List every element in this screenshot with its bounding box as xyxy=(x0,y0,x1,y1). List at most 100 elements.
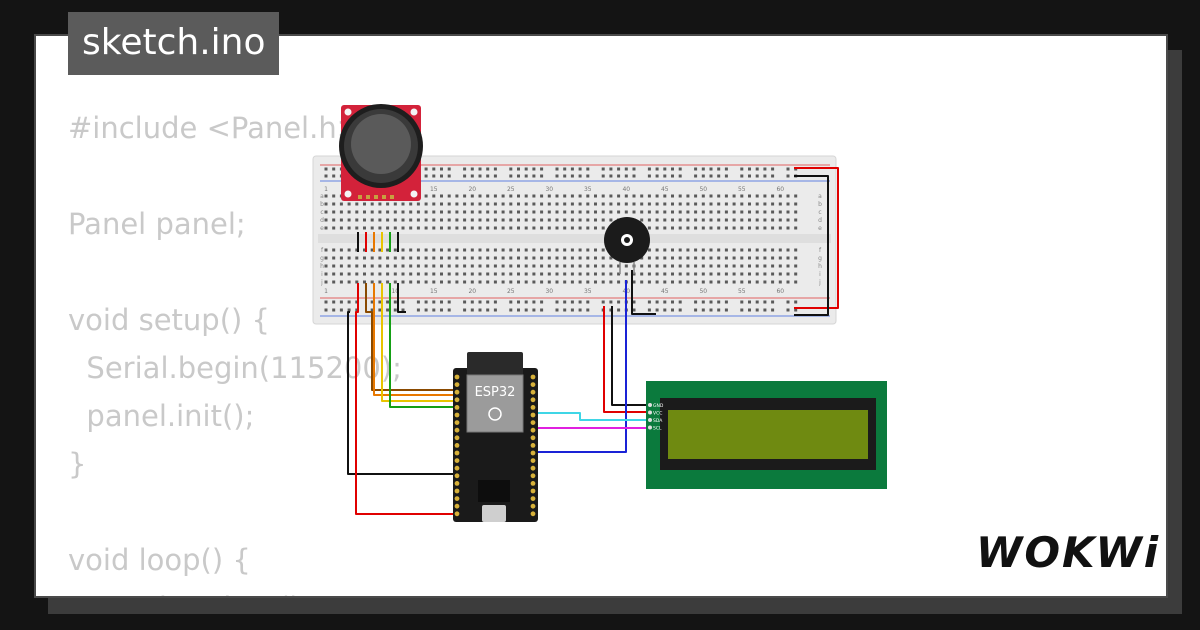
code-line: void setup() { xyxy=(68,303,270,337)
row-letter: a xyxy=(818,193,822,200)
esp32-pin xyxy=(530,473,536,479)
esp32-pin xyxy=(530,496,536,501)
row-letter: d xyxy=(818,217,822,224)
esp32-pin xyxy=(454,435,460,441)
esp32-pin xyxy=(454,427,460,433)
column-number: 55 xyxy=(738,288,746,295)
row-letter: f xyxy=(819,247,822,254)
row-letter: b xyxy=(818,201,822,208)
row-letter: d xyxy=(320,217,324,224)
column-number: 45 xyxy=(661,288,669,295)
row-letter: j xyxy=(818,279,821,286)
esp32-pin xyxy=(530,374,536,380)
esp32-pin xyxy=(454,420,460,425)
wokwi-logo: WOKWi xyxy=(976,528,1161,577)
esp32-pin xyxy=(530,435,536,441)
esp32-pin xyxy=(454,443,460,448)
esp32-pin xyxy=(454,458,460,463)
esp32-pin xyxy=(530,488,536,494)
column-number: 25 xyxy=(507,288,515,295)
column-number: 20 xyxy=(468,186,476,193)
wire-black-esp xyxy=(397,283,406,313)
row-letter: i xyxy=(819,271,821,278)
wires xyxy=(347,167,839,515)
row-letter: b xyxy=(320,201,324,208)
lcd-pin-label: SDA xyxy=(653,418,663,424)
buzzer xyxy=(604,217,650,274)
esp32-pin xyxy=(454,389,460,395)
esp32-label: ESP32 xyxy=(475,385,516,400)
column-number: 25 xyxy=(507,186,515,193)
esp32-pin xyxy=(454,481,460,486)
column-number: 60 xyxy=(776,288,784,295)
esp32-pin xyxy=(454,397,460,403)
column-number: 50 xyxy=(699,186,707,193)
column-number: 55 xyxy=(738,186,746,193)
esp32-pin xyxy=(530,503,536,509)
row-letter: g xyxy=(320,255,324,262)
lcd-pin xyxy=(648,425,652,430)
column-number: 15 xyxy=(430,288,438,295)
wire-black-gnd xyxy=(347,311,458,475)
column-number: 20 xyxy=(468,288,476,295)
esp32-pin xyxy=(454,412,460,418)
esp32-pin xyxy=(454,511,460,517)
esp32-pin xyxy=(530,389,536,395)
row-letter: c xyxy=(320,209,323,216)
esp32-pin xyxy=(530,382,536,387)
wire-red-vcc xyxy=(355,283,458,515)
code-line: panel.update(); xyxy=(68,584,402,596)
esp32-pin xyxy=(530,443,536,448)
row-letter: g xyxy=(818,255,822,262)
column-number: 60 xyxy=(776,186,784,193)
column-number: 30 xyxy=(545,186,553,193)
wire-cyan-lcd xyxy=(532,412,648,421)
esp32-pin xyxy=(454,374,460,380)
esp32-pin xyxy=(454,488,460,494)
lcd-pin xyxy=(648,403,652,407)
esp32-pin xyxy=(530,511,536,517)
code-line: #include <Panel.h> xyxy=(68,111,362,145)
wire-black-buzzer xyxy=(631,270,656,315)
wire-red-rail xyxy=(794,167,839,309)
esp32-pin xyxy=(454,496,460,501)
row-letter: a xyxy=(320,193,324,200)
esp32-pin xyxy=(454,382,460,387)
file-name-tab: sketch.ino xyxy=(68,12,280,75)
code-line: Serial.begin(115200); xyxy=(68,351,402,385)
esp32-pin xyxy=(454,465,460,471)
code-line: panel.init(); xyxy=(68,399,255,433)
joystick-module xyxy=(339,104,423,201)
column-number: 35 xyxy=(584,186,592,193)
esp32-pin xyxy=(530,405,536,410)
column-number: 30 xyxy=(545,288,553,295)
esp32-pin xyxy=(530,420,536,425)
esp32-pin xyxy=(530,427,536,433)
row-letter: j xyxy=(320,279,323,286)
esp32-pin xyxy=(454,450,460,456)
wire-red-lcd xyxy=(603,306,648,413)
column-number: 40 xyxy=(622,186,630,193)
wire-black-lcd xyxy=(611,306,648,406)
esp32-board: ESP32 xyxy=(453,352,538,522)
esp32-pin xyxy=(530,481,536,486)
wire-brown-esp xyxy=(365,283,458,391)
esp32-pin xyxy=(454,503,460,509)
lcd-pin-label: VCC xyxy=(653,411,662,417)
code-line: Panel panel; xyxy=(68,207,246,241)
lcd-pin-label: GND xyxy=(653,403,664,409)
lcd-pin xyxy=(648,410,652,415)
column-number: 50 xyxy=(699,288,707,295)
esp32-pin xyxy=(530,465,536,471)
esp32-pin xyxy=(530,450,536,456)
row-letter: i xyxy=(321,271,323,278)
column-number: 10 xyxy=(391,288,399,295)
wire-black-rail xyxy=(794,175,829,316)
row-letter: e xyxy=(818,225,822,232)
esp32-pin xyxy=(454,405,460,410)
wire-orange-esp xyxy=(373,283,458,396)
